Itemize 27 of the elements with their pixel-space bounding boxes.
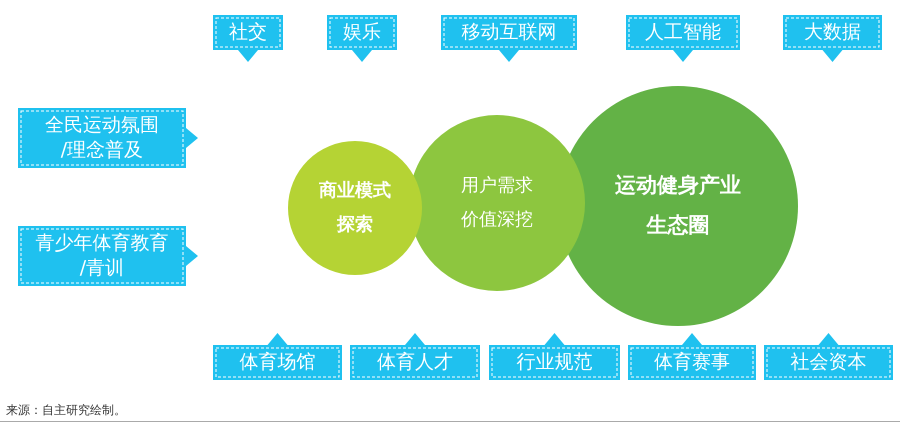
callout-box (764, 333, 893, 380)
callout-label: 大数据 (803, 20, 862, 46)
callout-box (628, 333, 756, 380)
callout-label: 体育人才 (376, 350, 454, 376)
callout-box (626, 15, 740, 62)
callout-label: 行业规范 (516, 350, 594, 376)
callout-label: 社会资本 (790, 350, 868, 376)
callout-box (213, 333, 342, 380)
callout-label: 移动互联网 (460, 20, 558, 46)
callout-label: 全民运动氛围/理念普及 (44, 113, 160, 163)
callout-box (327, 15, 397, 62)
callout-box (18, 108, 198, 168)
callout-box (783, 15, 882, 62)
callout-label: 人工智能 (644, 20, 722, 46)
callout-box (350, 333, 480, 380)
circle-label: 运动健身产业生态圈 (613, 166, 743, 246)
circle-label: 用户需求价值深挖 (459, 163, 535, 243)
callout-label: 体育场馆 (238, 350, 316, 376)
callout-box (18, 226, 198, 286)
callout-label: 体育赛事 (653, 350, 731, 376)
callout-box (213, 15, 283, 62)
callout-box (489, 333, 620, 380)
callout-label: 青少年体育教育/青训 (34, 231, 170, 281)
callout-label: 娱乐 (342, 20, 382, 46)
source-note: 来源：自主研究绘制。 (6, 402, 126, 419)
callout-box (441, 15, 577, 62)
callout-label: 社交 (228, 20, 268, 46)
